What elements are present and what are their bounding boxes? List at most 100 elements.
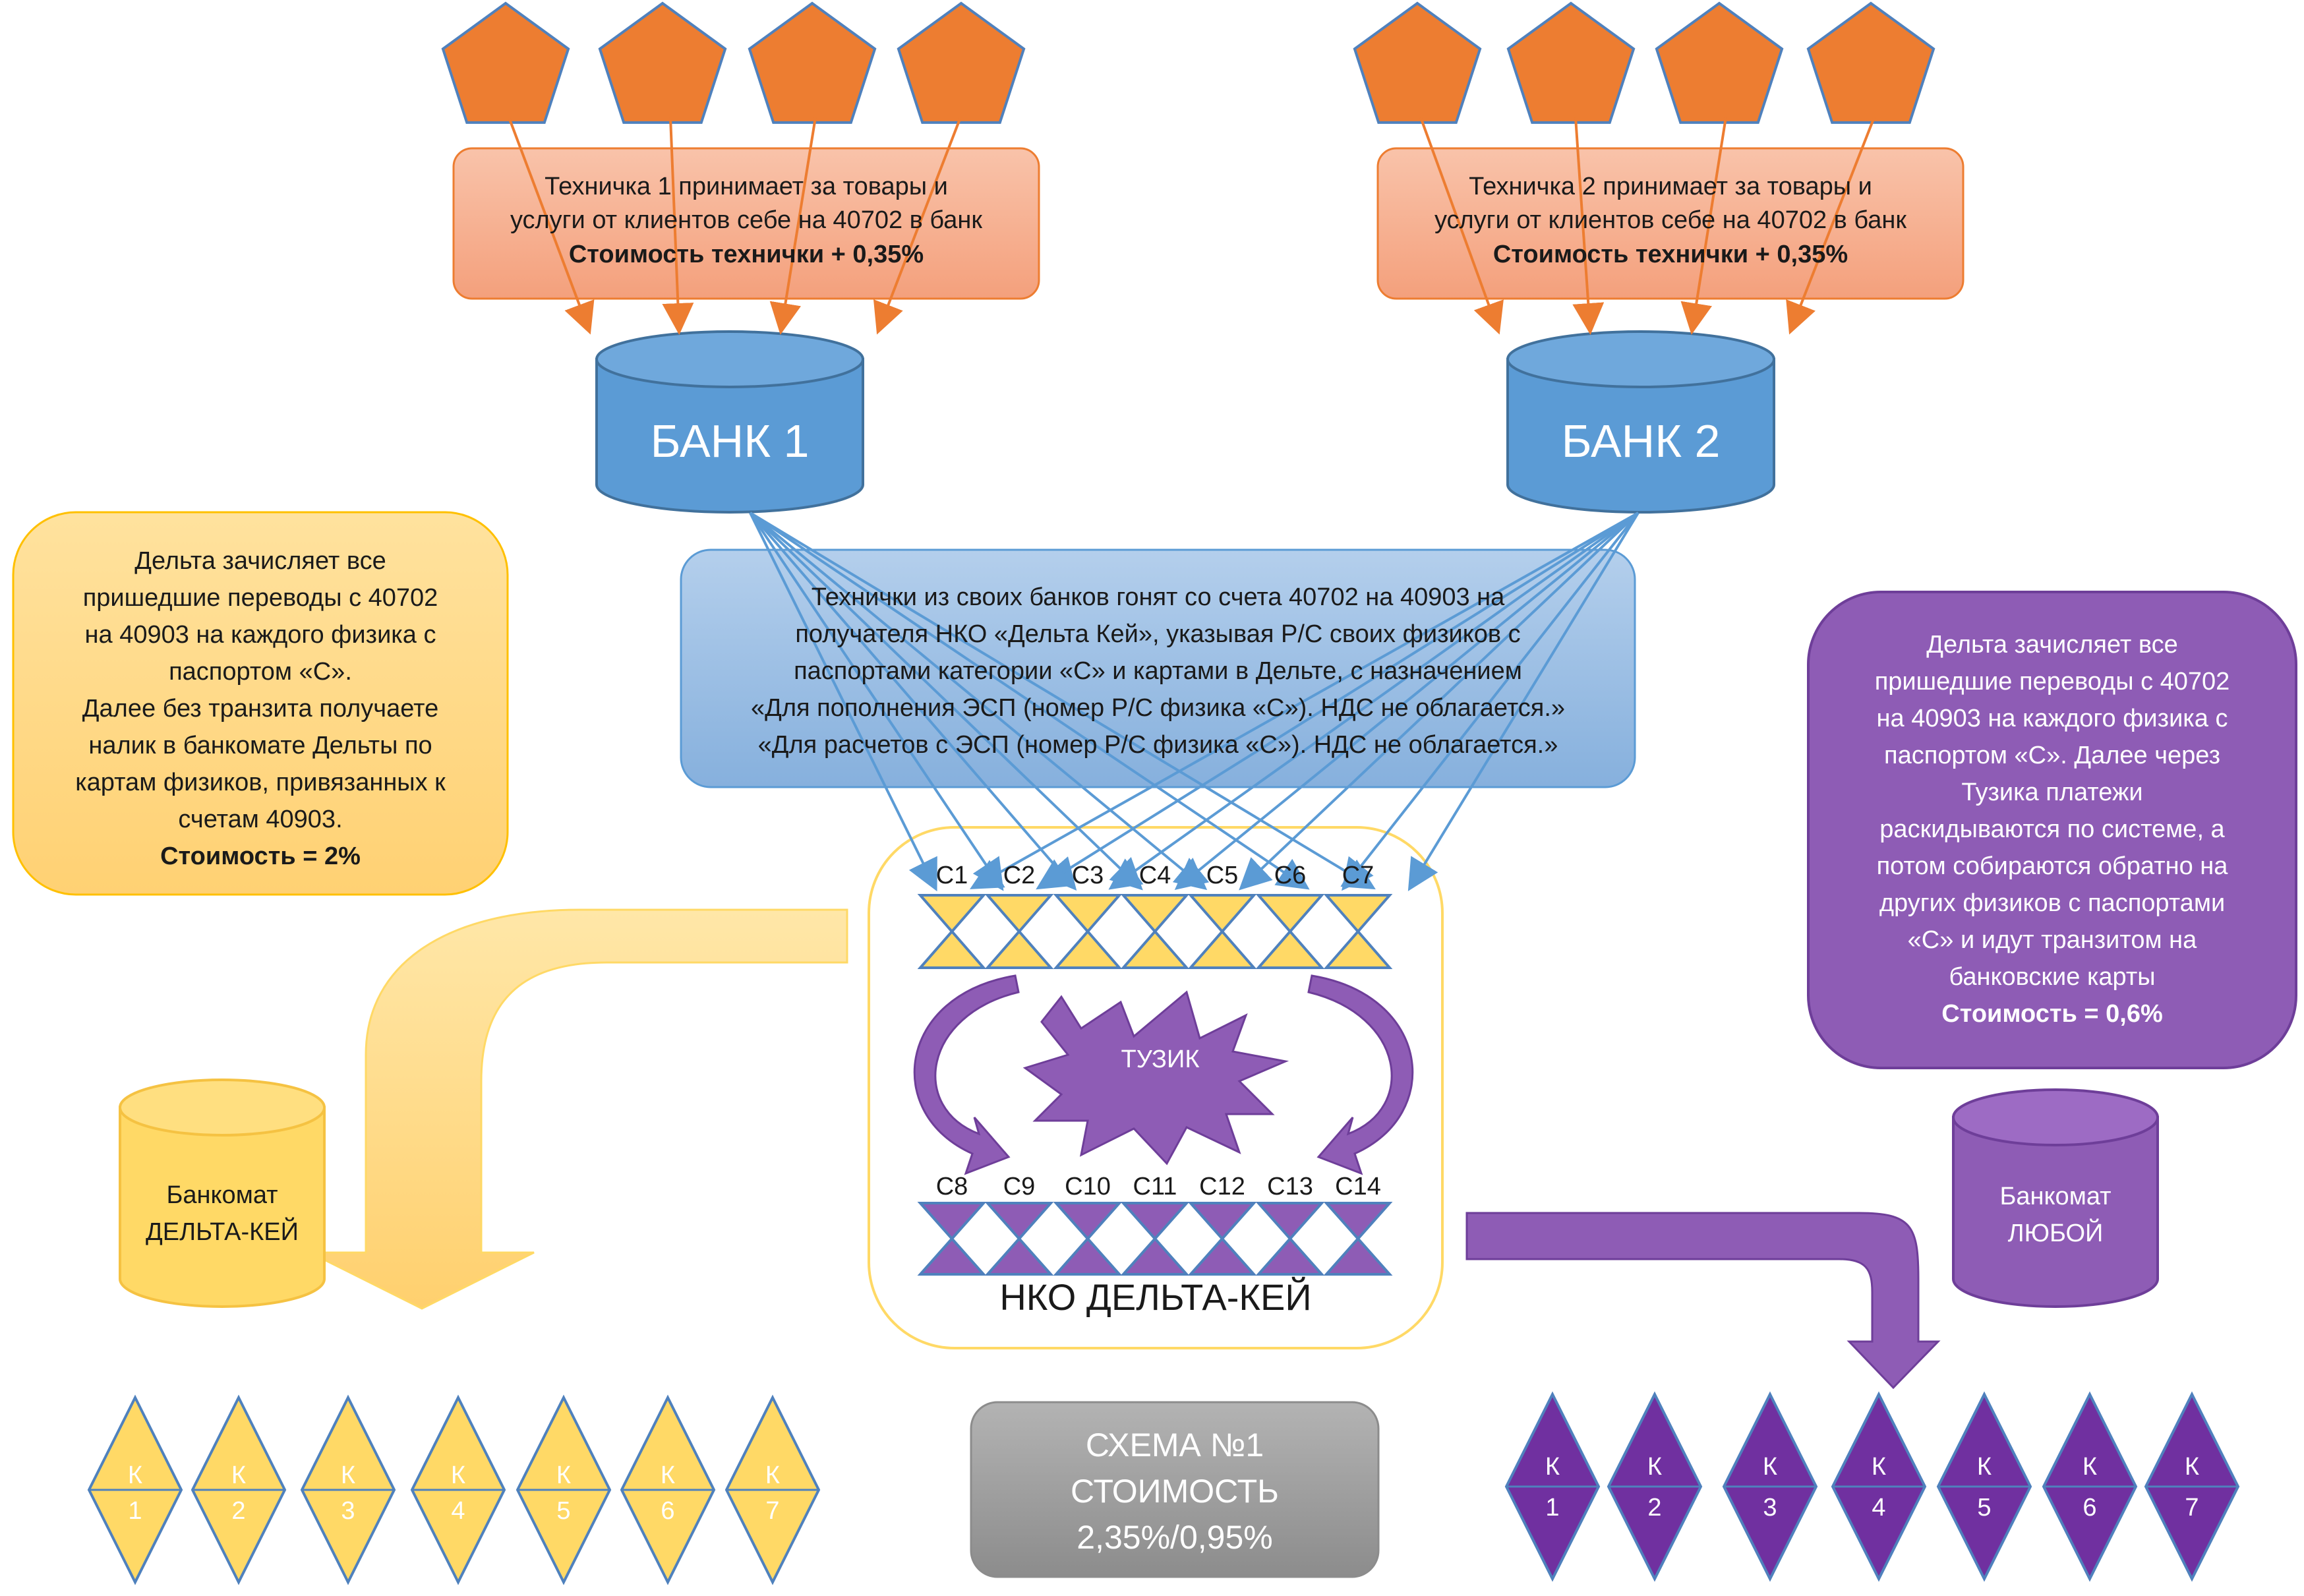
client-arrow <box>1680 117 1727 335</box>
card-left-letter: К <box>660 1462 676 1489</box>
card-left-letter: К <box>556 1462 572 1489</box>
tech1-line: Техничка 1 принимает за товары и <box>545 173 948 200</box>
transfer-arrow <box>1342 512 1639 891</box>
client-arrow <box>769 117 817 335</box>
atm-right-line: ЛЮБОЙ <box>2007 1220 2104 1247</box>
account-label-top: С3 <box>1071 862 1104 889</box>
transfer-arrow <box>1239 512 1639 891</box>
transfer-line: паспортами категории «С» и картами в Дел… <box>794 657 1522 685</box>
curved-arrow-right <box>1307 974 1414 1175</box>
transfer-arrow <box>1036 512 1639 890</box>
left-note-line: паспортом «С». <box>169 658 352 686</box>
right-note-text: Дельта зачисляет все пришедшие переводы … <box>1808 626 2296 1032</box>
right-note-line: раскидываются по системе, а <box>1879 815 2225 843</box>
scheme-box <box>970 1401 1380 1578</box>
cards-right <box>1504 1391 2240 1582</box>
account-hourglass <box>1053 1202 1123 1276</box>
card-right-letter: К <box>2082 1453 2098 1481</box>
card-right-number: 7 <box>2185 1494 2199 1522</box>
tech2-line: Техничка 2 принимает за товары и <box>1469 173 1872 200</box>
curved-arrow-left <box>913 974 1020 1175</box>
client-arrow <box>1572 117 1605 335</box>
transfer-arrow <box>749 512 1310 890</box>
transfer-arrow <box>1174 512 1639 891</box>
account-hourglass <box>984 894 1054 969</box>
account-label-bottom: С12 <box>1199 1173 1245 1200</box>
tech1-line: услуги от клиентов себе на 40702 в банк <box>510 206 983 235</box>
client-arrow <box>1419 117 1504 335</box>
account-hourglass <box>1187 1202 1257 1276</box>
client-arrow <box>1786 117 1876 335</box>
card-left-letter: К <box>765 1462 781 1489</box>
client-pentagon <box>1806 1 1935 124</box>
card-left-letter: К <box>450 1462 466 1489</box>
left-note-text: Дельта зачисляет все пришедшие переводы … <box>13 543 508 875</box>
card-left-letter: К <box>127 1462 143 1489</box>
account-label-bottom: С10 <box>1065 1173 1111 1200</box>
account-label-top: С1 <box>935 862 968 889</box>
tech2-line: услуги от клиентов себе на 40702 в банк <box>1434 206 1907 235</box>
tech1-cost: Стоимость технички + 0,35% <box>568 240 924 268</box>
account-label-top: С6 <box>1274 862 1307 889</box>
left-note-cost: Стоимость = 2% <box>160 842 361 870</box>
card-right-letter: К <box>1545 1453 1560 1481</box>
account-hourglass <box>1255 1202 1325 1276</box>
right-note-line: потом собираются обратно на <box>1876 852 2228 880</box>
transfer-arrow <box>749 512 1143 891</box>
nko-title: НКО ДЕЛЬТА-КЕЙ <box>999 1276 1312 1318</box>
transfer-line: «Для пополнения ЭСП (номер Р/С физика «С… <box>750 694 1566 722</box>
client-pentagon <box>1506 1 1636 124</box>
account-hourglass <box>1053 894 1123 969</box>
transfer-arrow <box>1407 512 1639 891</box>
hourglasses-bottom <box>917 1202 1393 1276</box>
left-note-line: счетам 40903. <box>178 806 343 833</box>
scheme-text: СХЕМА №1 СТОИМОСТЬ 2,35%/0,95% <box>971 1422 1378 1560</box>
card-right-number: 6 <box>2082 1494 2097 1522</box>
transfer-arrow <box>749 512 1376 890</box>
hourglasses-top <box>917 894 1393 969</box>
card-right-number: 2 <box>1647 1494 1662 1522</box>
left-note-line: картам физиков, привязанных к <box>75 769 446 796</box>
account-label-bottom: С14 <box>1335 1173 1381 1200</box>
right-note-line: Дельта зачисляет все <box>1926 631 2178 659</box>
atm-right-cylinder <box>1952 1088 2159 1308</box>
account-hourglass <box>1120 894 1190 969</box>
client-pentagon <box>748 1 877 124</box>
atm-left-line: Банкомат <box>166 1181 278 1209</box>
account-hourglass <box>1187 894 1257 969</box>
transfer-text: Технички из своих банков гонят со счета … <box>681 579 1635 763</box>
client-pentagon <box>897 1 1026 124</box>
account-hourglass <box>1323 894 1393 969</box>
tuzik-label: ТУЗИК <box>1121 1046 1200 1073</box>
right-note-line: паспортом «С». Далее через <box>1884 742 2220 769</box>
right-note-cost: Стоимость = 0,6% <box>1941 1000 2163 1028</box>
client-arrow <box>662 117 694 335</box>
tuzik-starburst <box>1022 990 1289 1166</box>
atm-right-label: Банкомат ЛЮБОЙ <box>1953 1178 2158 1252</box>
transfer-line: «Для расчетов с ЭСП (номер Р/С физика «С… <box>757 731 1558 759</box>
right-note-line: на 40903 на каждого физика с <box>1876 705 2228 732</box>
account-label-bottom: С9 <box>1003 1173 1036 1200</box>
tech1-text: Техничка 1 принимает за товары и услуги … <box>454 170 1039 272</box>
atm-left-label: Банкомат ДЕЛЬТА-КЕЙ <box>120 1177 324 1251</box>
client-pentagon <box>598 1 727 124</box>
purple-big-arrow <box>1465 1212 1941 1390</box>
atm-left-line: ДЕЛЬТА-КЕЙ <box>146 1218 299 1246</box>
tech2-text: Техничка 2 принимает за товары и услуги … <box>1378 170 1963 272</box>
card-right-letter: К <box>1762 1453 1778 1481</box>
left-note-line: пришедшие переводы с 40702 <box>82 584 438 612</box>
yellow-big-arrow <box>309 908 848 1310</box>
account-hourglass <box>984 1202 1054 1276</box>
transfer-line: получателя НКО «Дельта Кей», указывая Р/… <box>795 620 1521 648</box>
card-right-number: 4 <box>1872 1494 1886 1522</box>
card-right-number: 3 <box>1763 1494 1777 1522</box>
account-label-top: С5 <box>1206 862 1239 889</box>
right-note-line: «С» и идут транзитом на <box>1907 926 2197 954</box>
atm-right-line: Банкомат <box>1999 1183 2112 1210</box>
cards-left <box>87 1394 821 1585</box>
transfer-line: Технички из своих банков гонят со счета … <box>811 583 1505 611</box>
card-left-number: 3 <box>341 1497 355 1525</box>
account-label-top: С4 <box>1138 862 1171 889</box>
card-right-letter: К <box>2184 1453 2200 1481</box>
